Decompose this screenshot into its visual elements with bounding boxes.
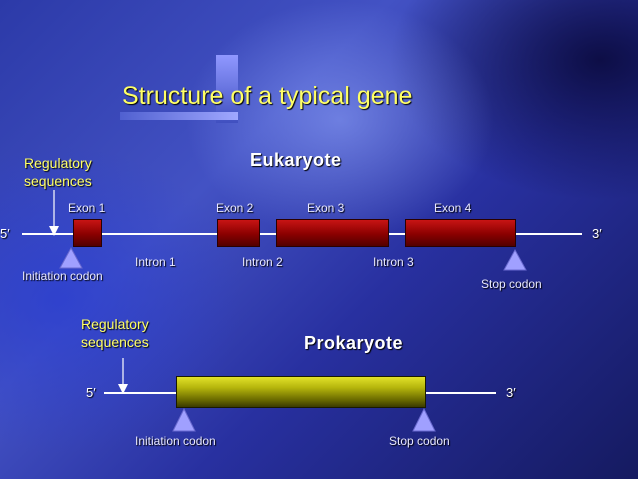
intron-2-label: Intron 2 — [242, 255, 283, 269]
prokaryote-regulatory-label: Regulatory sequences — [81, 315, 149, 351]
prokaryote-initiation-marker-icon — [172, 407, 196, 432]
eukaryote-heading: Eukaryote — [250, 150, 342, 170]
decor-bar-vertical — [216, 55, 238, 123]
prokaryote-regulatory-line-2: sequences — [81, 334, 149, 350]
prokaryote-initiation-codon-label: Initiation codon — [135, 434, 216, 448]
exon-1 — [73, 219, 102, 247]
prokaryote-stop-marker-icon — [412, 407, 436, 432]
eukaryote-regulatory-line-1: Regulatory — [24, 155, 92, 171]
exon-4 — [405, 219, 516, 247]
exon-3 — [276, 219, 389, 247]
intron-1-label: Intron 1 — [135, 255, 176, 269]
prokaryote-5prime-label: 5′ — [86, 385, 96, 400]
eukaryote-regulatory-line-2: sequences — [24, 173, 92, 189]
prokaryote-regulatory-arrow — [118, 358, 128, 394]
exon-2-label: Exon 2 — [216, 201, 254, 215]
prokaryote-regulatory-line-1: Regulatory — [81, 316, 149, 332]
prokaryote-stop-codon-label: Stop codon — [389, 434, 450, 448]
eukaryote-3prime-label: 3′ — [592, 226, 602, 241]
exon-2 — [217, 219, 260, 247]
prokaryote-coding-region — [176, 376, 426, 408]
eukaryote-regulatory-arrow — [49, 190, 59, 236]
exon-4-label: Exon 4 — [434, 201, 472, 215]
slide-title: Structure of a typical gene — [122, 82, 413, 110]
eukaryote-initiation-marker-icon — [59, 246, 83, 269]
eukaryote-5prime-label: 5′ — [0, 226, 10, 241]
prokaryote-heading: Prokaryote — [304, 333, 404, 353]
eukaryote-stop-codon-label: Stop codon — [481, 277, 542, 291]
intron-3-label: Intron 3 — [373, 255, 414, 269]
exon-3-label: Exon 3 — [307, 201, 345, 215]
prokaryote-3prime-label: 3′ — [506, 385, 516, 400]
eukaryote-regulatory-label: Regulatory sequences — [24, 154, 92, 190]
decor-bar-horizontal — [120, 112, 238, 120]
eukaryote-stop-marker-icon — [503, 248, 527, 271]
eukaryote-initiation-codon-label: Initiation codon — [22, 269, 103, 283]
exon-1-label: Exon 1 — [68, 201, 106, 215]
